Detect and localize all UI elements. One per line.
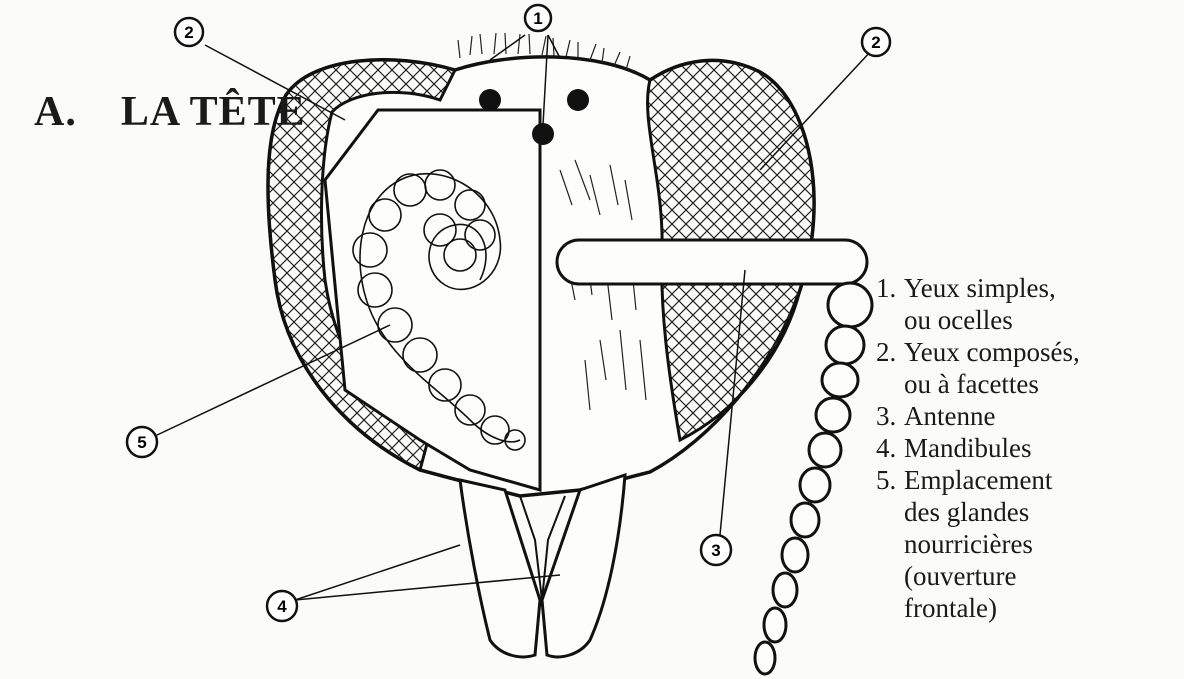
legend-text: ou ocelles — [904, 304, 1056, 336]
legend-text: Emplacement — [904, 464, 1052, 496]
svg-text:2: 2 — [871, 33, 880, 52]
legend-number: 1. — [876, 272, 904, 336]
callout-5: 5 — [127, 427, 157, 457]
callout-4: 4 — [267, 591, 297, 621]
legend-text: Yeux composés, — [904, 336, 1080, 368]
callout-2-left: 2 — [175, 18, 203, 46]
section-letter: A. — [34, 88, 77, 136]
section-heading: A. LA TÊTE — [34, 88, 306, 136]
legend-item: 3. Antenne — [876, 400, 1080, 432]
callout-3: 3 — [701, 535, 731, 565]
ocellus-middle — [532, 123, 554, 145]
legend-text: ou à facettes — [904, 368, 1080, 400]
section-title: LA TÊTE — [121, 88, 306, 136]
svg-text:2: 2 — [184, 23, 193, 42]
legend-item: 1. Yeux simples, ou ocelles — [876, 272, 1080, 336]
mandibles — [460, 475, 625, 657]
ocellus-right — [567, 89, 589, 111]
legend-text: Antenne — [904, 400, 995, 432]
ocellus-left — [479, 89, 501, 111]
legend-text: Yeux simples, — [904, 272, 1056, 304]
legend-number: 4. — [876, 432, 904, 464]
legend-item: 2. Yeux composés, ou à facettes — [876, 336, 1080, 400]
legend-text: nourricières — [904, 528, 1052, 560]
svg-text:1: 1 — [533, 9, 542, 28]
legend-number: 5. — [876, 464, 904, 624]
callout-2-right: 2 — [862, 28, 890, 56]
svg-text:3: 3 — [711, 541, 720, 560]
callout-1: 1 — [525, 5, 551, 31]
legend-item: 4. Mandibules — [876, 432, 1080, 464]
legend-text: des glandes — [904, 496, 1052, 528]
legend-number: 2. — [876, 336, 904, 400]
svg-text:4: 4 — [277, 597, 287, 616]
legend-text: Mandibules — [904, 432, 1032, 464]
legend-text: frontale) — [904, 592, 1052, 624]
legend: 1. Yeux simples, ou ocelles 2. Yeux comp… — [876, 272, 1080, 624]
legend-text: (ouverture — [904, 560, 1052, 592]
svg-text:5: 5 — [137, 433, 146, 452]
legend-number: 3. — [876, 400, 904, 432]
legend-item: 5. Emplacement des glandes nourricières … — [876, 464, 1080, 624]
